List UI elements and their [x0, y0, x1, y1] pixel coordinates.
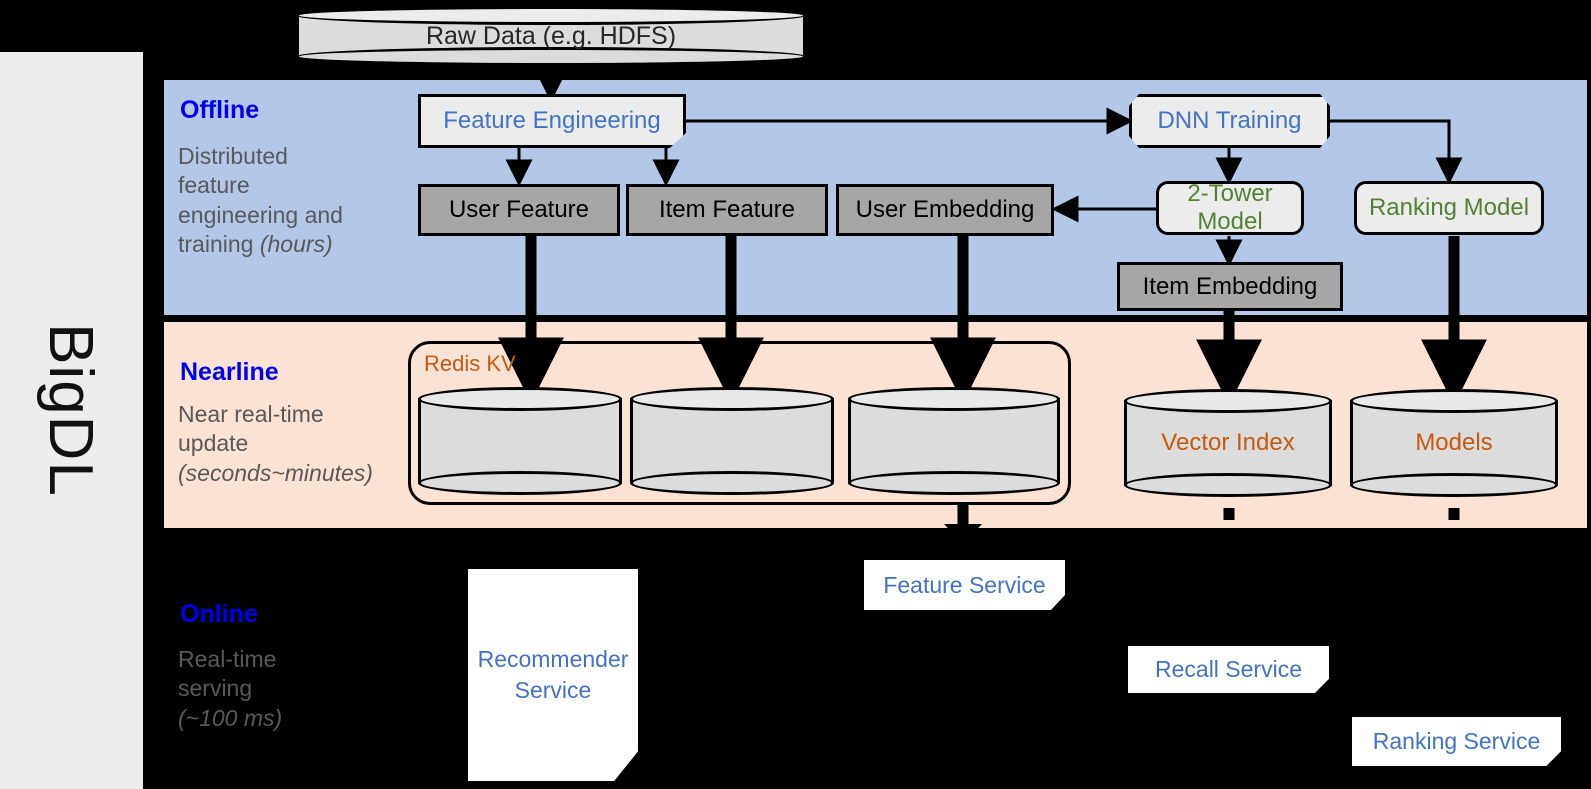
cylinder-bottom [1350, 473, 1558, 497]
vector-index-label: Vector Index [1161, 429, 1295, 456]
offline-subtitle-l3: engineering and [178, 201, 343, 228]
user-feature-store-label [418, 387, 622, 495]
feature-service-node[interactable]: Feature Service [864, 560, 1065, 610]
item-feature-store-label [630, 387, 834, 495]
user-feature-label: User Feature [448, 196, 590, 223]
raw-data-store[interactable]: Raw Data (e.g. HDFS) [296, 6, 806, 66]
user-embedding-label: User Embedding [855, 196, 1035, 223]
feature-service-label: Feature Service [883, 571, 1046, 598]
bigdl-label: BigDL [36, 323, 105, 497]
item-feature-store[interactable] [630, 387, 834, 495]
recall-service-node[interactable]: Recall Service [1128, 646, 1329, 693]
bigdl-sidebar: BigDL [0, 52, 143, 789]
dnn-training-node[interactable]: DNN Training [1129, 94, 1330, 148]
user-feature-store[interactable] [418, 387, 622, 495]
cylinder-top [418, 387, 622, 411]
recommender-service-label: Recommender Service [477, 645, 629, 703]
ranking-service-node[interactable]: Ranking Service [1352, 717, 1561, 766]
models-label: Models [1415, 429, 1493, 456]
cylinder-top [1350, 389, 1558, 413]
dnn-training-label: DNN Training [1157, 107, 1302, 134]
item-embedding-label: Item Embedding [1142, 272, 1318, 300]
online-subtitle: Real-time serving (~100 ms) [178, 645, 408, 733]
recommender-service-node[interactable]: Recommender Service [468, 569, 638, 781]
cylinder-bottom [296, 47, 806, 66]
redis-kv-label: Redis KV [424, 351, 516, 376]
offline-subtitle-l4: training [178, 231, 260, 258]
cylinder-bottom [848, 471, 1060, 495]
cylinder-top [630, 387, 834, 411]
cylinder-body [630, 398, 834, 484]
item-feature-node[interactable]: Item Feature [626, 184, 828, 236]
two-tower-model-node[interactable]: 2-Tower Model [1156, 180, 1304, 235]
cylinder-top [848, 387, 1060, 411]
cylinder-body [1124, 400, 1332, 486]
online-subtitle-italic: (~100 ms) [178, 704, 283, 731]
ranking-service-label: Ranking Service [1372, 728, 1541, 754]
online-subtitle-l2: serving [178, 675, 253, 702]
user-feature-node[interactable]: User Feature [418, 184, 620, 236]
user-embedding-store[interactable] [848, 387, 1060, 495]
online-subtitle-l1: Real-time [178, 646, 277, 672]
cylinder-top [296, 6, 806, 25]
nearline-subtitle-italic: (seconds~minutes) [178, 459, 373, 486]
cylinder-body [1350, 400, 1558, 486]
cylinder-bottom [418, 471, 622, 495]
redis-kv-group[interactable] [408, 341, 1071, 505]
offline-subtitle-italic: (hours) [259, 231, 333, 258]
user-embedding-store-label [848, 387, 1060, 495]
raw-data-label: Raw Data (e.g. HDFS) [425, 21, 677, 50]
cylinder-bottom [630, 471, 834, 495]
nearline-subtitle-l2: update [178, 430, 249, 457]
ranking-model-node[interactable]: Ranking Model [1354, 181, 1544, 235]
item-feature-label: Item Feature [658, 196, 796, 223]
ranking-model-label: Ranking Model [1368, 194, 1530, 221]
nearline-subtitle: Near real-time update (seconds~minutes) [178, 400, 418, 488]
nearline-subtitle-l1: Near real-time [178, 401, 324, 427]
offline-subtitle-l2: feature [178, 172, 250, 199]
cylinder-body [848, 398, 1060, 484]
models-store[interactable]: Models [1350, 389, 1558, 497]
cylinder-top [1124, 389, 1332, 413]
user-embedding-node[interactable]: User Embedding [836, 184, 1054, 236]
online-title: Online [180, 600, 258, 628]
feature-engineering-node[interactable]: Feature Engineering [418, 94, 686, 148]
cylinder-body [418, 398, 622, 484]
feature-engineering-label: Feature Engineering [443, 107, 661, 134]
two-tower-model-label: 2-Tower Model [1187, 180, 1273, 235]
nearline-title: Nearline [180, 358, 279, 386]
offline-title: Offline [180, 96, 260, 124]
cylinder-bottom [1124, 473, 1332, 497]
item-embedding-node[interactable]: Item Embedding [1117, 262, 1343, 311]
vector-index-store[interactable]: Vector Index [1124, 389, 1332, 497]
recall-service-label: Recall Service [1155, 656, 1302, 682]
offline-subtitle-l1: Distributed [178, 143, 288, 169]
offline-subtitle: Distributed feature engineering and trai… [178, 142, 388, 260]
